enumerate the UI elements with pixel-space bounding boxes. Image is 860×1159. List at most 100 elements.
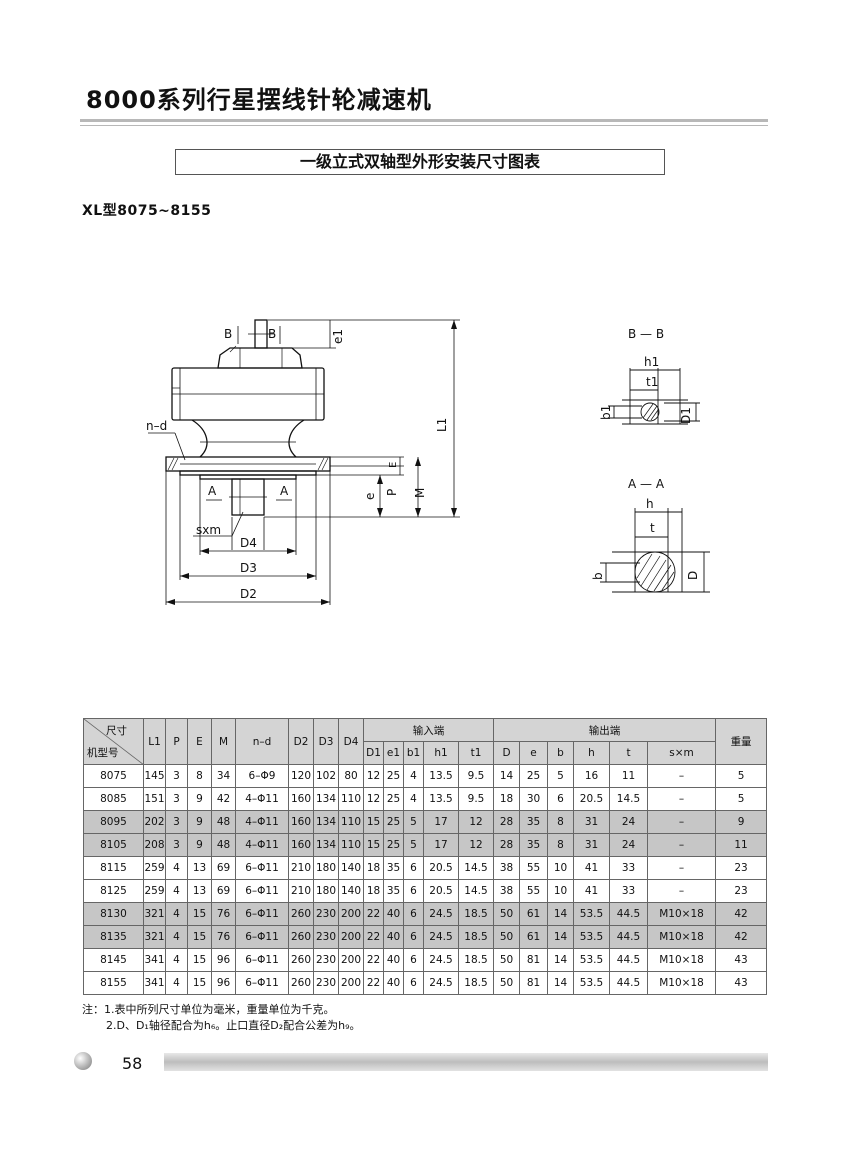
table-cell: 23 (715, 856, 768, 880)
title-rule (80, 119, 768, 122)
table-cell: 61 (519, 902, 548, 926)
table-cell: 6 (403, 948, 424, 972)
header-cell: h1 (423, 741, 459, 765)
table-cell: 110 (338, 787, 364, 811)
table-cell: M10×18 (646, 971, 717, 995)
table-cell: 53.5 (573, 925, 610, 949)
table-cell: 3 (165, 764, 188, 788)
header-cell: n–d (235, 718, 289, 765)
table-cell: 12 (363, 764, 384, 788)
table-cell: 15 (187, 925, 212, 949)
table-cell: 4–Φ11 (235, 810, 289, 834)
table-cell: 200 (338, 948, 364, 972)
table-cell: 14.5 (458, 856, 494, 880)
table-cell: 160 (288, 833, 314, 857)
header-weight: 重量 (715, 718, 768, 765)
label-h1: h1 (644, 355, 659, 369)
table-cell: 341 (143, 971, 166, 995)
table-cell: 9.5 (458, 787, 494, 811)
table-cell: 4 (165, 948, 188, 972)
table-cell: 3 (165, 787, 188, 811)
table-cell: 14 (547, 948, 574, 972)
model-range: XL型8075~8155 (82, 203, 212, 219)
table-cell: 18 (363, 856, 384, 880)
table-cell: 110 (338, 833, 364, 857)
header-cell: D (493, 741, 520, 765)
label-a-right: A (280, 484, 289, 498)
model-cell: 8155 (83, 971, 144, 995)
table-cell: 208 (143, 833, 166, 857)
table-cell: – (646, 764, 717, 788)
header-cell: D1 (363, 741, 384, 765)
table-cell: 53.5 (573, 971, 610, 995)
table-cell: 6–Φ11 (235, 948, 289, 972)
table-cell: 25 (383, 810, 404, 834)
table-cell: 110 (338, 810, 364, 834)
label-a-left: A (208, 484, 217, 498)
table-cell: 200 (338, 902, 364, 926)
table-cell: 260 (288, 971, 314, 995)
table-cell: 50 (493, 971, 520, 995)
table-cell: 3 (165, 833, 188, 857)
table-cell: 13.5 (423, 787, 459, 811)
corner-top-label: 尺寸 (106, 725, 127, 737)
table-cell: 53.5 (573, 902, 610, 926)
table-cell: 15 (363, 810, 384, 834)
table-cell: 24.5 (423, 971, 459, 995)
table-cell: 11 (609, 764, 648, 788)
table-cell: M10×18 (646, 948, 717, 972)
notes: 注：1.表中所列尺寸单位为毫米，重量单位为千克。 2.D、D₁轴径配合为h₆。止… (82, 1002, 361, 1034)
table-cell: 9 (715, 810, 768, 834)
label-e1: e1 (331, 329, 345, 344)
table-cell: 96 (211, 971, 236, 995)
table-cell: 202 (143, 810, 166, 834)
table-cell: 17 (423, 810, 459, 834)
table-cell: 4 (165, 902, 188, 926)
table-cell: 30 (519, 787, 548, 811)
table-cell: 230 (313, 971, 339, 995)
table-cell: 35 (519, 810, 548, 834)
header-cell: t (609, 741, 648, 765)
table-cell: 69 (211, 856, 236, 880)
table-cell: 76 (211, 902, 236, 926)
label-d1: D1 (679, 407, 693, 424)
table-cell: 11 (715, 833, 768, 857)
table-cell: 31 (573, 833, 610, 857)
table-cell: 12 (458, 810, 494, 834)
header-cell: E (187, 718, 212, 765)
table-cell: 25 (383, 764, 404, 788)
table-cell: 25 (383, 833, 404, 857)
table-cell: 341 (143, 948, 166, 972)
label-d: D (686, 571, 700, 580)
table-cell: 230 (313, 948, 339, 972)
label-p: P (385, 489, 399, 496)
table-cell: 55 (519, 879, 548, 903)
label-d2: D2 (240, 587, 257, 601)
table-cell: 5 (403, 810, 424, 834)
table-cell: 260 (288, 925, 314, 949)
table-cell: – (646, 856, 717, 880)
table-cell: 18.5 (458, 925, 494, 949)
model-cell: 8095 (83, 810, 144, 834)
table-cell: 210 (288, 879, 314, 903)
table-cell: 6–Φ11 (235, 856, 289, 880)
table-cell: 4 (165, 971, 188, 995)
table-cell: 44.5 (609, 948, 648, 972)
page-ball-icon (74, 1052, 92, 1070)
table-cell: 76 (211, 925, 236, 949)
table-cell: 260 (288, 902, 314, 926)
table-cell: 6–Φ11 (235, 925, 289, 949)
table-cell: 6 (403, 879, 424, 903)
table-cell: 140 (338, 856, 364, 880)
table-cell: 6 (403, 856, 424, 880)
table-cell: 40 (383, 971, 404, 995)
table-cell: 9.5 (458, 764, 494, 788)
table-cell: M10×18 (646, 902, 717, 926)
table-cell: 145 (143, 764, 166, 788)
table-cell: 44.5 (609, 971, 648, 995)
page-number: 58 (122, 1054, 143, 1073)
table-cell: 23 (715, 879, 768, 903)
corner-bottom-label: 机型号 (87, 747, 119, 759)
